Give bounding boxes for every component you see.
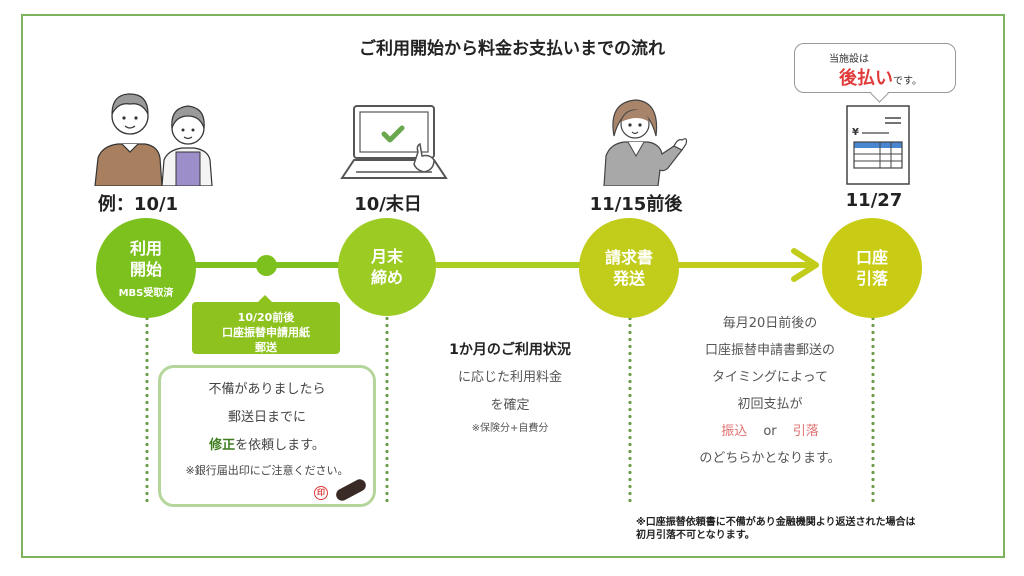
bubble-rest: です。 (893, 76, 922, 87)
diagram-title: ご利用開始から料金お支払いまでの流れ (359, 39, 665, 59)
callout-line3: 郵送 (255, 341, 277, 354)
option-or: or (763, 424, 777, 439)
step-sub-1: MBS受取済 (118, 287, 174, 299)
svg-text:¥: ¥ (852, 127, 859, 138)
usage-line1: 1か月のご利用状況 (449, 342, 571, 358)
step-label-2b: 締め (370, 268, 403, 287)
milestone-dot (256, 255, 277, 276)
arrow-right-icon (676, 248, 819, 282)
step-label-3a: 請求書 (604, 248, 653, 267)
step-date-3: 11/15前後 (589, 194, 683, 215)
bubble-emphasis: 後払い (839, 68, 893, 89)
invoice-document-icon: ¥ (846, 105, 910, 185)
payment-line1: 毎月20日前後の (722, 316, 818, 331)
step-label-4b: 引落 (855, 269, 888, 288)
speech-bubble: 当施設は 後払いです。 (794, 43, 956, 93)
step-circle-start: 利用 開始 MBS受取済 (96, 218, 196, 318)
step-label-4a: 口座 (855, 248, 888, 267)
usage-line2: に応じた利用料金 (457, 370, 562, 385)
mail-callout: 10/20前後 口座振替申請用紙 郵送 (192, 295, 340, 354)
notice-line2: 郵送日までに (227, 410, 306, 425)
step-label-3b: 発送 (612, 269, 645, 288)
bubble-line1: 当施設は (829, 54, 869, 65)
payment-line4: 初回支払が (737, 397, 803, 412)
bubble-line2: 後払いです。 (839, 64, 922, 90)
timeline-dots-4 (871, 315, 875, 505)
step-label-1b: 開始 (129, 259, 162, 279)
payment-line3: タイミングによって (712, 370, 828, 385)
option-debit: 引落 (792, 424, 819, 439)
notice-line3: 修正を依頼します。 (161, 432, 373, 460)
step-date-2: 10/末日 (354, 194, 422, 215)
timeline-dots-3 (628, 315, 632, 505)
usage-line4: ※保険分+自費分 (471, 423, 549, 434)
seal-mark-icon: 印 (314, 486, 328, 500)
notice-line3-rest: を依頼します。 (235, 438, 325, 453)
notice-line1: 不備がありましたら (208, 382, 326, 397)
payment-description: 毎月20日前後の 口座振替申請書郵送の タイミングによって 初回支払が 振込 o… (660, 310, 880, 472)
notice-line4: ※銀行届出印にご注意ください。 (185, 464, 349, 477)
usage-line3: を確定 (490, 398, 530, 413)
payment-line6: のどちらかとなります。 (699, 451, 841, 466)
notice-emphasis: 修正 (209, 438, 236, 453)
usage-description: 1か月のご利用状況 に応じた利用料金 を確定 ※保険分+自費分 (420, 336, 600, 438)
payment-line2: 口座振替申請書郵送の (704, 343, 835, 358)
step-date-4: 11/27 (845, 190, 903, 211)
connector-line-2 (430, 262, 590, 268)
option-transfer: 振込 (721, 424, 748, 439)
step-circle-close: 月末 締め (338, 218, 436, 316)
laptop-check-icon (340, 105, 448, 179)
timeline-dots-1 (145, 315, 149, 505)
footnote-line2: 初月引落不可となります。 (636, 530, 755, 541)
elderly-couple-icon (94, 93, 213, 186)
callout-line1: 10/20前後 (237, 311, 295, 324)
footnote: ※口座振替依頼書に不備があり金融機関より返送された場合は 初月引落不可となります… (636, 516, 916, 542)
diagram-frame (21, 14, 1005, 558)
step-label-1a: 利用 (129, 238, 162, 258)
timeline-dots-2 (385, 315, 389, 505)
payment-line5: 振込 or 引落 (660, 418, 880, 445)
callout-line2: 口座振替申請用紙 (222, 326, 310, 339)
notice-box: 不備がありましたら 郵送日までに 修正を依頼します。 ※銀行届出印にご注意くださ… (158, 365, 376, 507)
staff-woman-icon (603, 99, 688, 186)
step-circle-invoice: 請求書 発送 (579, 218, 679, 318)
step-circle-debit: 口座 引落 (822, 218, 922, 318)
step-date-1: 例：10/1 (97, 194, 179, 215)
step-label-2a: 月末 (370, 247, 403, 266)
footnote-line1: ※口座振替依頼書に不備があり金融機関より返送された場合は (636, 517, 916, 528)
